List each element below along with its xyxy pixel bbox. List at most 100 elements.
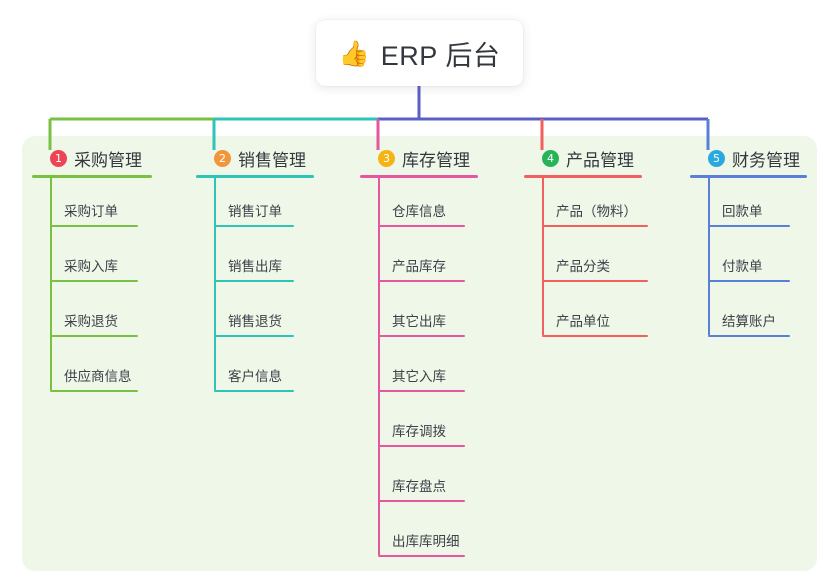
branch-badge-col3: 3: [378, 149, 395, 167]
leaf-spine-col4: [542, 178, 544, 335]
thumbs-up-icon: 👍: [338, 38, 370, 68]
leaf-spine-col5: [708, 178, 710, 335]
leaf-spine-col3: [378, 178, 380, 555]
leaf-item[interactable]: 采购退货: [32, 288, 152, 343]
leaf-item-underline: [378, 555, 465, 557]
branch-underline-col2: [196, 175, 314, 178]
branch-underline-col1: [32, 175, 152, 178]
diagram-canvas: [22, 136, 817, 571]
branch-header-col5[interactable]: 5 财务管理: [690, 145, 807, 171]
leaf-item-underline: [378, 500, 465, 502]
leaf-item-label: 销售订单: [228, 204, 282, 219]
leaf-item-underline: [378, 445, 465, 447]
leaf-item[interactable]: 产品库存: [360, 233, 478, 288]
leaf-item-underline: [214, 280, 294, 282]
leaf-item[interactable]: 产品（物料）: [524, 178, 648, 233]
leaf-item[interactable]: 供应商信息: [32, 343, 152, 398]
branch-badge-col4: 4: [542, 149, 559, 167]
leaf-item-underline: [214, 335, 294, 337]
leaf-item-label: 其它入库: [392, 369, 446, 384]
leaf-item-underline: [708, 280, 790, 282]
leaf-item-label: 库存调拨: [392, 424, 446, 439]
leaf-spine-col1: [50, 178, 52, 390]
branch-title-col3: 库存管理: [402, 150, 470, 170]
leaf-item-underline: [378, 225, 465, 227]
leaf-item-underline: [378, 335, 465, 337]
branch-column-col2: 2 销售管理销售订单销售出库销售退货客户信息: [196, 145, 314, 398]
branch-header-col2[interactable]: 2 销售管理: [196, 145, 314, 171]
branch-underline-col3: [360, 175, 478, 178]
leaf-item[interactable]: 销售订单: [196, 178, 314, 233]
leaf-item[interactable]: 其它入库: [360, 343, 478, 398]
leaf-item-label: 仓库信息: [392, 204, 446, 219]
branch-title-col2: 销售管理: [238, 150, 306, 170]
leaf-item[interactable]: 其它出库: [360, 288, 478, 343]
leaf-item[interactable]: 回款单: [690, 178, 807, 233]
leaf-spine-col2: [214, 178, 216, 390]
leaf-item[interactable]: 采购入库: [32, 233, 152, 288]
leaf-list-col4: 产品（物料） 产品分类产品单位: [524, 178, 648, 343]
root-node[interactable]: 👍 ERP 后台: [316, 20, 523, 86]
leaf-list-col1: 采购订单采购入库采购退货供应商信息: [32, 178, 152, 398]
leaf-item[interactable]: 出库库明细: [360, 508, 478, 563]
leaf-item[interactable]: 产品分类: [524, 233, 648, 288]
branch-title-col1: 采购管理: [74, 150, 142, 170]
leaf-item[interactable]: 库存盘点: [360, 453, 478, 508]
leaf-item-label: 结算账户: [722, 314, 776, 329]
leaf-item-label: 其它出库: [392, 314, 446, 329]
leaf-item-underline: [50, 225, 138, 227]
leaf-item-underline: [50, 390, 138, 392]
leaf-item-underline: [542, 225, 648, 227]
leaf-item[interactable]: 库存调拨: [360, 398, 478, 453]
leaf-item-underline: [378, 390, 465, 392]
leaf-list-col2: 销售订单销售出库销售退货客户信息: [196, 178, 314, 398]
leaf-item-underline: [50, 335, 138, 337]
leaf-item-label: 采购退货: [64, 314, 118, 329]
leaf-item-underline: [378, 280, 465, 282]
leaf-item-underline: [708, 225, 790, 227]
leaf-item-label: 采购入库: [64, 259, 118, 274]
root-node-content: 👍 ERP 后台: [339, 34, 501, 73]
leaf-item-label: 出库库明细: [392, 534, 460, 549]
leaf-item-underline: [214, 390, 294, 392]
branch-column-col5: 5 财务管理回款单付款单结算账户: [690, 145, 807, 343]
leaf-item-label: 回款单: [722, 204, 763, 219]
leaf-item[interactable]: 结算账户: [690, 288, 807, 343]
branch-badge-col2: 2: [214, 149, 231, 167]
leaf-item-label: 产品单位: [556, 314, 610, 329]
leaf-item-label: 产品（物料）: [556, 204, 637, 219]
leaf-list-col5: 回款单付款单结算账户: [690, 178, 807, 343]
leaf-item-label: 产品库存: [392, 259, 446, 274]
leaf-item-label: 客户信息: [228, 369, 282, 384]
leaf-item-label: 付款单: [722, 259, 763, 274]
leaf-item-underline: [708, 335, 790, 337]
leaf-item-underline: [542, 280, 648, 282]
leaf-item[interactable]: 销售退货: [196, 288, 314, 343]
branch-badge-col5: 5: [708, 149, 725, 167]
leaf-item-label: 采购订单: [64, 204, 118, 219]
leaf-item-label: 库存盘点: [392, 479, 446, 494]
leaf-item-underline: [50, 280, 138, 282]
branch-title-col5: 财务管理: [732, 150, 800, 170]
leaf-item[interactable]: 销售出库: [196, 233, 314, 288]
leaf-item[interactable]: 客户信息: [196, 343, 314, 398]
leaf-item[interactable]: 仓库信息: [360, 178, 478, 233]
leaf-item-label: 产品分类: [556, 259, 610, 274]
branch-underline-col5: [690, 175, 807, 178]
leaf-item-label: 供应商信息: [64, 369, 132, 384]
leaf-item-underline: [214, 225, 294, 227]
leaf-list-col3: 仓库信息产品库存其它出库其它入库库存调拨库存盘点出库库明细: [360, 178, 478, 563]
leaf-item[interactable]: 付款单: [690, 233, 807, 288]
leaf-item-underline: [542, 335, 648, 337]
branch-column-col3: 3 库存管理仓库信息产品库存其它出库其它入库库存调拨库存盘点出库库明细: [360, 145, 478, 563]
leaf-item[interactable]: 产品单位: [524, 288, 648, 343]
branch-header-col3[interactable]: 3 库存管理: [360, 145, 478, 171]
leaf-item-label: 销售退货: [228, 314, 282, 329]
leaf-item[interactable]: 采购订单: [32, 178, 152, 233]
root-node-title: ERP 后台: [380, 40, 501, 71]
